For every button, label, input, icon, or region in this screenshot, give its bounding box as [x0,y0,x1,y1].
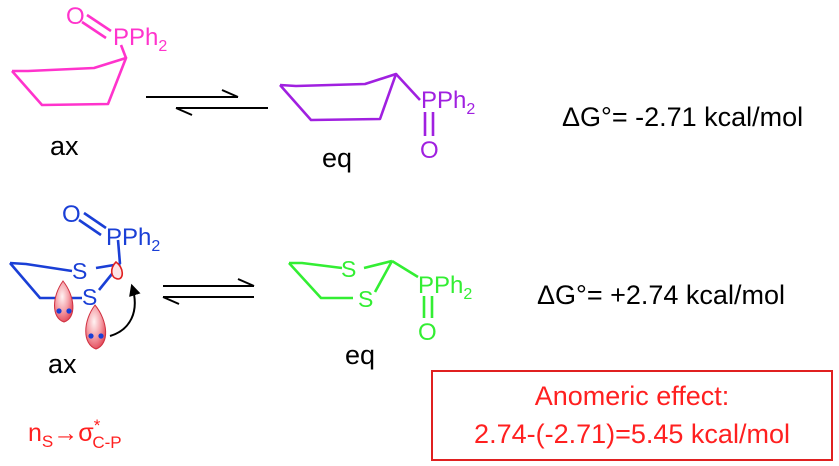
ax-label-row1: ax [50,131,79,161]
p-o-double-bond-b [81,20,107,40]
pph2-label-eq2: PPh2 [418,272,472,303]
oxygen-label-ax: O [66,3,85,30]
p-o-double-bond-ax2-b [78,218,102,237]
eq-label-row2: eq [345,340,375,370]
sulfur-label-ax2-lower: S [82,284,97,310]
anomeric-title: Anomeric effect: [535,381,730,411]
lone-pair-lobe-2 [85,304,107,350]
c-p-bond-ax [119,44,128,59]
equilibrium-arrows-row1 [146,89,268,116]
cyclohexane-ring-eq [279,72,398,122]
dithiane-ring-upper [9,261,73,273]
pph2-label-ax: PPh2 [113,24,167,55]
oxygen-label-ax2: O [62,201,81,228]
s-c-bond-eq-upper [363,259,393,270]
donation-arrow [109,283,141,337]
oxygen-label-eq2: O [418,319,437,346]
delta-g-row1: ΔG°= -2.71 kcal/mol [562,102,803,132]
s-c-bond-eq-lower [373,260,394,293]
c-p-bond-ax2 [116,239,122,265]
sulfur-label-eq2-lower: S [358,286,373,312]
dithiane-eq-ring-upper [289,261,343,270]
eq-label-row1: eq [322,143,352,173]
orbital-interaction-label: nS→σ*C-P [28,416,122,452]
sulfur-label-eq2-upper: S [341,256,356,282]
pph2-label-eq: PPh2 [421,87,475,118]
sigma-star-lobe [110,260,124,280]
equilibrium-arrows-row2 [162,278,255,305]
oxygen-label-eq: O [420,137,439,164]
p-o-double-bond-a [86,13,112,33]
cyclohexane-ring-ax [11,56,128,107]
cyclohexane-eq-structure [279,72,435,136]
cyclohexane-ax-structure [11,13,128,107]
anomeric-effect-box [431,370,833,461]
anomeric-calculation: 2.74-(-2.71)=5.45 kcal/mol [474,419,790,449]
c-p-bond-eq2 [391,259,419,279]
p-o-double-bond-ax2-a [83,211,107,230]
pph2-label-ax2: PPh2 [106,224,160,255]
dithiane-eq-structure [288,259,434,318]
ax-label-row2: ax [48,349,77,379]
dithiane-eq-ring-lower [288,262,353,300]
c-p-bond-eq [395,73,421,101]
sulfur-label-ax2-upper: S [72,258,87,284]
lone-pair-lobe-1 [54,280,74,323]
delta-g-row2: ΔG°= +2.74 kcal/mol [537,280,785,310]
